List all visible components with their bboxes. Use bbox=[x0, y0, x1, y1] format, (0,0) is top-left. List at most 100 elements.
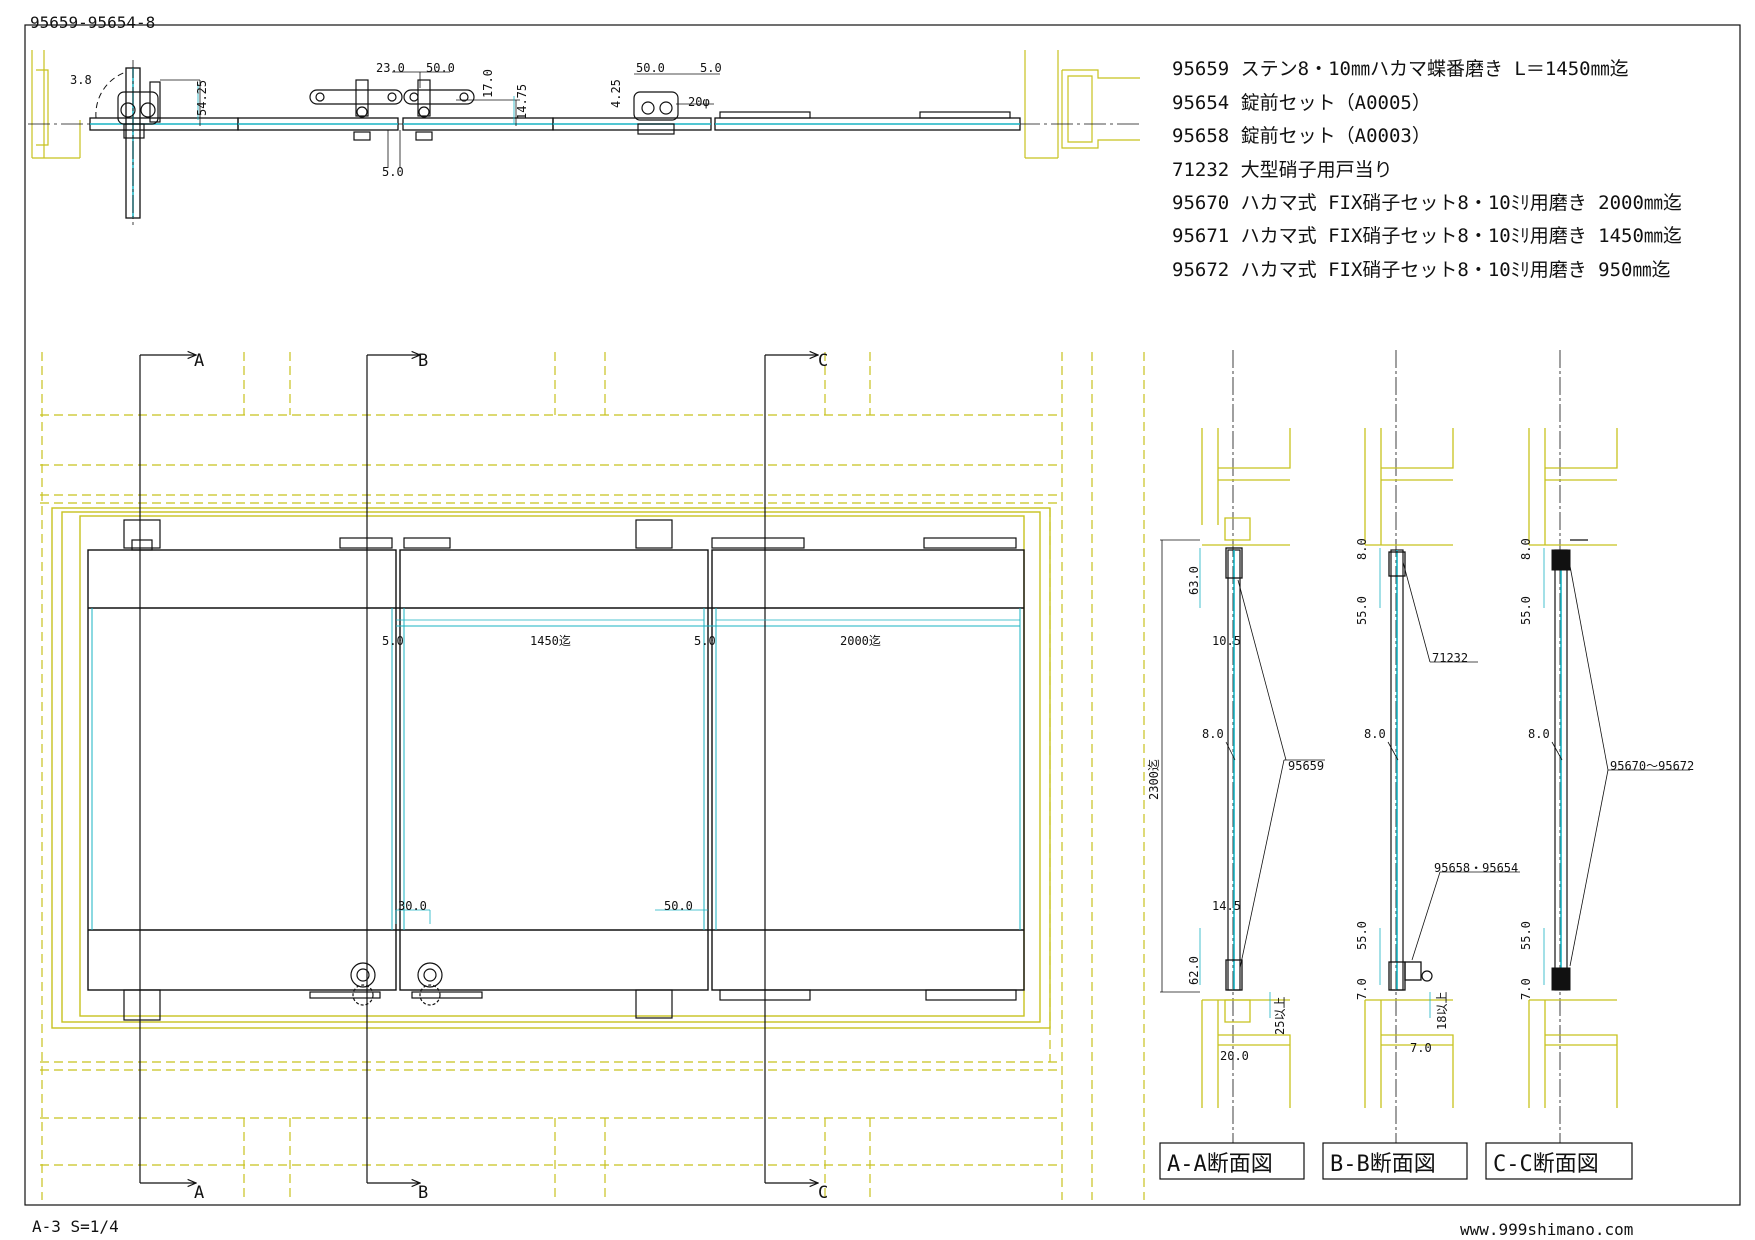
cut-label-a: A bbox=[194, 1183, 204, 1203]
section-bb-title-box bbox=[1322, 1142, 1468, 1180]
plan-dim-17: 17.0 bbox=[481, 69, 495, 98]
aa-dim-25: 25以上 bbox=[1273, 997, 1287, 1035]
plan-glass-panels bbox=[89, 117, 1021, 131]
section-bb-title: B-B断面図 bbox=[1330, 1152, 1436, 1177]
elev-dim-30: 30.0 bbox=[398, 899, 427, 913]
plan-dim-20phi: 20φ bbox=[688, 95, 710, 109]
parts-list-item: 95659 ステン8・10㎜ハカマ蝶番磨き L＝1450㎜迄 bbox=[1172, 58, 1629, 80]
cut-label-a: A bbox=[194, 351, 204, 371]
cc-dim-55-top: 55.0 bbox=[1519, 596, 1533, 625]
aa-dim-14-5: 14.5 bbox=[1212, 899, 1241, 913]
section-bb: 8.0 55.0 71232 8.0 95658・95654 55.0 7.0 … bbox=[1322, 350, 1520, 1180]
bb-dim-55-top: 55.0 bbox=[1355, 596, 1369, 625]
plan-left-jamb bbox=[31, 50, 81, 159]
cut-lines bbox=[139, 355, 818, 1183]
scale-label: A-3 S=1/4 bbox=[32, 1217, 119, 1236]
aa-dim-62: 62.0 bbox=[1187, 956, 1201, 985]
cc-part-label: 95670～95672 bbox=[1610, 759, 1694, 773]
section-aa-dims bbox=[1160, 539, 1325, 993]
aa-dim-10-5: 10.5 bbox=[1212, 634, 1241, 648]
website-label: www.999shimano.com bbox=[1460, 1220, 1633, 1239]
bb-part-71232: 71232 bbox=[1432, 651, 1468, 665]
cut-label-c: C bbox=[818, 1183, 828, 1203]
bb-dim-8-top: 8.0 bbox=[1355, 538, 1369, 560]
cut-label-b: B bbox=[418, 1183, 428, 1203]
section-aa-dims-cyan bbox=[1199, 548, 1271, 1018]
cc-dim-8: 8.0 bbox=[1528, 727, 1550, 741]
section-cc-glass bbox=[1551, 539, 1588, 991]
plan-swing-arc bbox=[95, 71, 127, 119]
section-aa-glass bbox=[1225, 547, 1243, 991]
section-cc-building bbox=[1528, 428, 1618, 1108]
cc-dim-55-bot: 55.0 bbox=[1519, 921, 1533, 950]
plan-right-jamb bbox=[1024, 50, 1140, 159]
section-cc-dims bbox=[1551, 565, 1690, 967]
section-bb-dims bbox=[1387, 561, 1520, 961]
bb-dim-18: 18以上 bbox=[1435, 992, 1449, 1030]
plan-dim-4-25: 4.25 bbox=[609, 79, 623, 108]
bb-dim-7b: 7.0 bbox=[1410, 1041, 1432, 1055]
plan-dim-5-0b: 5.0 bbox=[700, 61, 722, 75]
cut-label-c: C bbox=[818, 351, 828, 371]
section-aa: 2300迄 63.0 10.5 8.0 95659 14.5 62.0 25以上… bbox=[1147, 350, 1325, 1180]
plan-dim-3-8: 3.8 bbox=[70, 73, 92, 87]
aa-dim-63: 63.0 bbox=[1187, 566, 1201, 595]
parts-list-item: 95670 ハカマ式 FIX硝子セット8・10ﾐﾘ用磨き 2000㎜迄 bbox=[1172, 192, 1682, 214]
plan-hinge-hardware bbox=[117, 81, 161, 139]
parts-list-item: 95658 錠前セット（A0003） bbox=[1172, 125, 1431, 147]
section-bb-glass bbox=[1388, 549, 1433, 991]
elev-gap-5-0: 5.0 bbox=[382, 634, 404, 648]
parts-list-item: 95654 錠前セット（A0005） bbox=[1172, 92, 1431, 114]
elevation-frame bbox=[51, 507, 1051, 1029]
section-aa-title-box bbox=[1159, 1142, 1305, 1180]
elevation-top-hardware bbox=[123, 519, 1017, 551]
section-aa-title: A-A断面図 bbox=[1167, 1152, 1273, 1177]
plan-dimension-lines bbox=[160, 71, 720, 168]
drawing-number: 95659-95654-8 bbox=[30, 13, 155, 32]
plan-dimension-lines-cyan bbox=[197, 84, 515, 124]
elevation-building-outline bbox=[40, 352, 1145, 1200]
cc-dim-8-top: 8.0 bbox=[1519, 538, 1533, 560]
plan-dim-23: 23.0 bbox=[376, 61, 405, 75]
elev-gap-5-0: 5.0 bbox=[694, 634, 716, 648]
section-cc-title-box bbox=[1485, 1142, 1633, 1180]
bb-dim-8: 8.0 bbox=[1364, 727, 1386, 741]
aa-dim-20: 20.0 bbox=[1220, 1049, 1249, 1063]
section-aa-building bbox=[1201, 428, 1291, 1108]
parts-list-item: 71232 大型硝子用戸当り bbox=[1172, 159, 1393, 181]
plan-patch-hardware bbox=[633, 91, 1011, 135]
parts-list-item: 95671 ハカマ式 FIX硝子セット8・10ﾐﾘ用磨き 1450㎜迄 bbox=[1172, 225, 1682, 247]
elevation-glass-lines bbox=[91, 608, 1021, 930]
cc-dim-7: 7.0 bbox=[1519, 978, 1533, 1000]
elevation-dimension-lines bbox=[395, 619, 1020, 924]
aa-dim-2300: 2300迄 bbox=[1147, 759, 1161, 800]
plan-return-glass bbox=[125, 60, 141, 225]
elev-width-2000: 2000迄 bbox=[840, 634, 881, 648]
bb-dim-55-bot: 55.0 bbox=[1355, 921, 1369, 950]
bb-part-lock: 95658・95654 bbox=[1434, 861, 1518, 875]
sheet-border bbox=[24, 24, 1741, 1206]
plan-dim-50: 50.0 bbox=[426, 61, 455, 75]
elev-width-1450: 1450迄 bbox=[530, 634, 571, 648]
plan-dim-54-25: 54.25 bbox=[195, 80, 209, 116]
section-cc: 8.0 55.0 8.0 95670～95672 55.0 7.0 C-C断面図 bbox=[1485, 350, 1694, 1180]
section-bb-building bbox=[1364, 428, 1454, 1108]
elevation-panels bbox=[87, 549, 1025, 991]
section-cc-title: C-C断面図 bbox=[1493, 1152, 1599, 1177]
section-bb-dims-cyan bbox=[1379, 548, 1431, 1018]
bb-dim-7: 7.0 bbox=[1355, 978, 1369, 1000]
plan-dim-14-75: 14.75 bbox=[515, 84, 529, 120]
cut-label-b: B bbox=[418, 351, 428, 371]
aa-dim-8: 8.0 bbox=[1202, 727, 1224, 741]
plan-dim-50b: 50.0 bbox=[636, 61, 665, 75]
elevation-view: A A B B C C 5.0 5.0 1450迄 2000迄 30.0 50.… bbox=[40, 351, 1145, 1203]
parts-list-item: 95672 ハカマ式 FIX硝子セット8・10ﾐﾘ用磨き 950㎜迄 bbox=[1172, 259, 1670, 281]
plan-dim-5-0: 5.0 bbox=[382, 165, 404, 179]
parts-list: 95659 ステン8・10㎜ハカマ蝶番磨き L＝1450㎜迄 95654 錠前セ… bbox=[1172, 58, 1682, 281]
elev-dim-50: 50.0 bbox=[664, 899, 693, 913]
lock-cylinder-icon bbox=[350, 962, 443, 1006]
aa-part-label: 95659 bbox=[1288, 759, 1324, 773]
plan-lock-hardware bbox=[309, 79, 475, 141]
plan-view: 3.8 54.25 23.0 50.0 17.0 14.75 5.0 50.0 … bbox=[28, 50, 1140, 225]
